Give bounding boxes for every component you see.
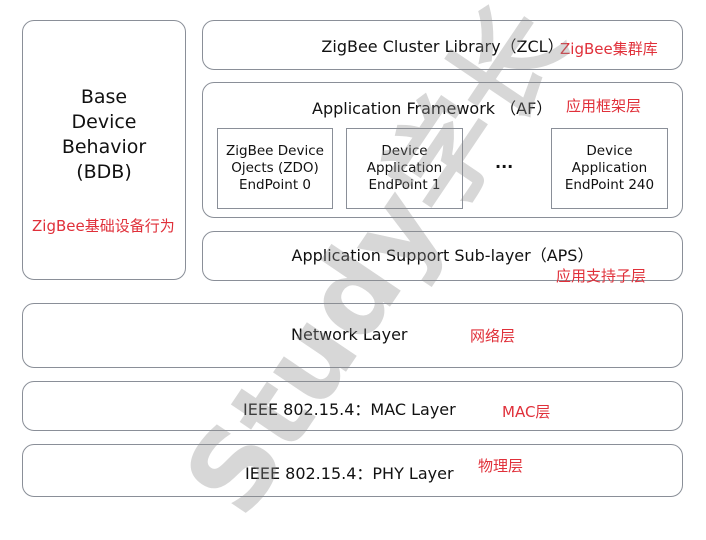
bdb-line: Behavior bbox=[61, 136, 147, 158]
af-label: Application Framework （AF） bbox=[312, 99, 553, 118]
endpoint-line: EndPoint 1 bbox=[368, 177, 441, 193]
mac-note: MAC层 bbox=[502, 403, 551, 421]
zcl-layer: ZigBee Cluster Library（ZCL） bbox=[202, 20, 683, 70]
ellipsis: ··· bbox=[495, 157, 514, 176]
network-layer bbox=[22, 303, 683, 368]
aps-note: 应用支持子层 bbox=[556, 267, 647, 285]
bdb-box: Base Device Behavior (BDB) bbox=[22, 20, 186, 280]
zcl-note: ZigBee集群库 bbox=[560, 40, 658, 58]
endpoint-line: EndPoint 240 bbox=[564, 177, 655, 193]
phy-label: IEEE 802.15.4：PHY Layer bbox=[245, 464, 454, 483]
zcl-label: ZigBee Cluster Library（ZCL） bbox=[321, 37, 564, 56]
endpoint-line: Device bbox=[586, 143, 633, 159]
af-note: 应用框架层 bbox=[566, 97, 642, 115]
bdb-line: (BDB) bbox=[76, 161, 132, 183]
af-layer bbox=[202, 82, 683, 218]
mac-label: IEEE 802.15.4：MAC Layer bbox=[243, 400, 456, 419]
aps-layer: Application Support Sub-layer（APS） bbox=[202, 231, 683, 281]
endpoint-line: Ojects (ZDO) bbox=[231, 160, 319, 176]
phy-note: 物理层 bbox=[478, 457, 524, 475]
endpoint-line: Device bbox=[381, 143, 428, 159]
network-label: Network Layer bbox=[291, 325, 408, 344]
phy-layer bbox=[22, 444, 683, 497]
aps-label: Application Support Sub-layer（APS） bbox=[291, 246, 594, 265]
bdb-line: Device bbox=[71, 111, 137, 133]
endpoint-line: EndPoint 0 bbox=[238, 177, 312, 193]
endpoint-line: Application bbox=[366, 160, 443, 176]
endpoint-line: ZigBee Device bbox=[226, 143, 324, 159]
network-note: 网络层 bbox=[470, 327, 516, 345]
bdb-line: Base bbox=[80, 86, 128, 108]
mac-layer bbox=[22, 381, 683, 431]
endpoint-line: Application bbox=[571, 160, 648, 176]
bdb-note: ZigBee基础设备行为 bbox=[32, 217, 175, 235]
